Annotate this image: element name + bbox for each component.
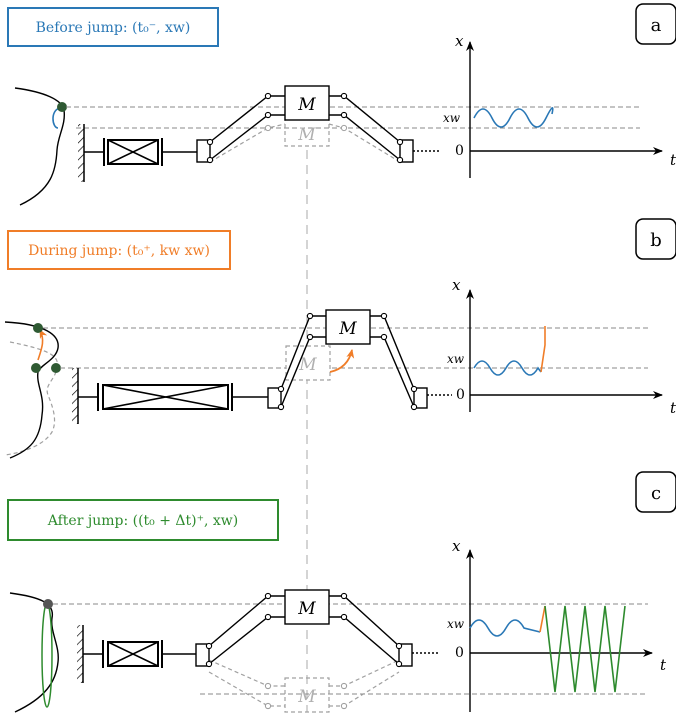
panel-c-trace-after	[544, 605, 626, 693]
panel-c-oscillation	[41, 602, 53, 708]
panel-c-zero-label: 0	[455, 645, 464, 661]
panel-a-label: Before jump: (t₀⁻, xw)	[36, 20, 191, 36]
panel-b-spring-box	[102, 384, 229, 410]
panel-c-trace-jump	[539, 605, 546, 633]
panel-b-ghost-mass-label: M	[298, 355, 317, 375]
panel-b-mass-arrow	[329, 349, 355, 373]
panel-a-x-axis-label: t	[670, 151, 676, 169]
panel-c-mass-box	[284, 589, 330, 625]
panel-a: Before jump: (t₀⁻, xw) a M	[7, 3, 676, 206]
panel-a-wall-hatch	[78, 124, 84, 182]
panel-c-level-label: xw	[447, 617, 465, 631]
panel-b-label: During jump: (t₀⁺, kw xw)	[28, 243, 210, 259]
panel-a-mass-box	[284, 85, 330, 121]
panel-b-x-axis-label: t	[670, 399, 676, 417]
panel-c-y-axis-label: x	[452, 537, 461, 555]
panel-c-state-dot	[43, 599, 53, 609]
panel-b: During jump: (t₀⁺, kw xw) b M	[4, 218, 676, 459]
panel-a-state-dot	[57, 102, 67, 112]
panel-b-zero-label: 0	[456, 387, 465, 403]
panel-c-letter: c	[651, 483, 661, 504]
panel-a-y-axis-label: x	[455, 32, 464, 50]
panel-a-letter: a	[651, 15, 662, 36]
panel-c-spring-box	[107, 641, 159, 667]
panel-b-level-label: xw	[447, 352, 465, 366]
panel-b-jump-trace	[540, 326, 546, 373]
panel-c-label-box	[7, 499, 279, 541]
panel-b-letter-box	[635, 218, 676, 260]
panel-a-trace	[473, 107, 554, 128]
panel-c-x-axis-label: t	[660, 656, 667, 674]
panel-c-trace-before	[469, 619, 541, 637]
panel-a-letter-box	[635, 3, 676, 45]
panel-c-mass-label: M	[297, 599, 316, 619]
panel-b-mass-box	[325, 309, 371, 345]
panel-a-level-label: xw	[443, 111, 461, 125]
panel-a-zero-label: 0	[455, 143, 464, 159]
panel-b-ghost-mass-box	[285, 345, 331, 381]
panel-b-letter: b	[650, 230, 662, 251]
panel-b-y-axis-label: x	[452, 276, 461, 294]
panel-c-label: After jump: ((t₀ + Δt)⁺, xw)	[47, 513, 238, 529]
panel-b-label-box	[7, 230, 231, 270]
panel-a-mass-label: M	[297, 95, 316, 115]
panel-c-ghost-mass-label: M	[297, 687, 316, 707]
panel-a-ghost-mass-label: M	[297, 125, 316, 145]
panel-c-ghost-mass-box	[284, 677, 330, 713]
panel-a-oscillation-arc	[52, 107, 61, 129]
panel-a-potential-curve	[14, 87, 66, 206]
panel-b-trace	[473, 360, 542, 376]
panel-a-spring-box	[107, 139, 159, 165]
panel-a-label-box	[7, 7, 219, 47]
panel-c-letter-box	[635, 471, 676, 513]
panel-b-jump-arrow	[37, 329, 48, 361]
panel-b-mass-label: M	[338, 319, 357, 339]
panel-c: After jump: ((t₀ + Δt)⁺, xw) c	[7, 471, 676, 713]
